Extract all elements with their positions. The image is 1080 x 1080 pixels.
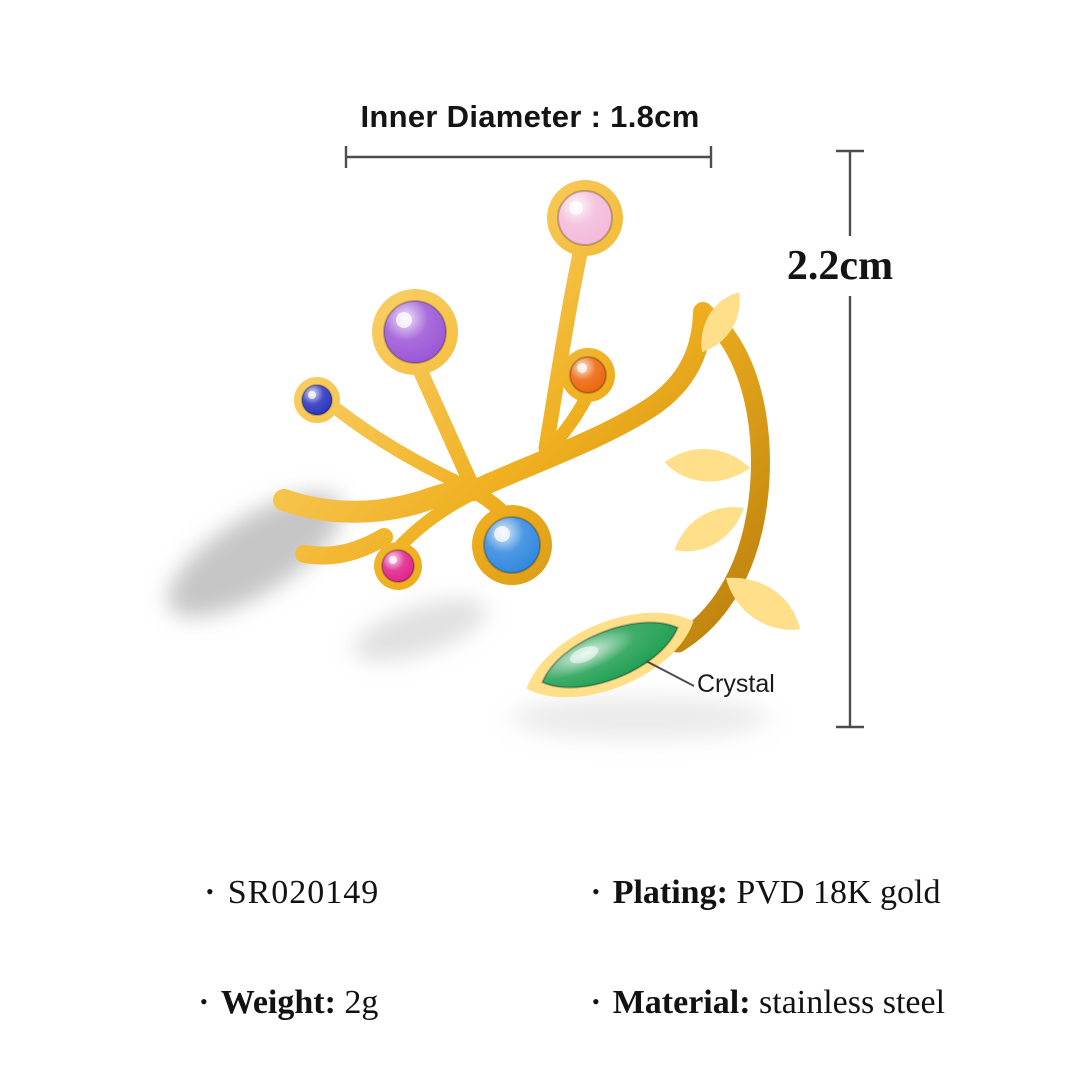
gem-purple-crystal: [372, 289, 458, 375]
gem-green-crystal: [526, 612, 694, 698]
gem-navy-crystal: [294, 377, 340, 423]
crystal-label: Crystal: [697, 670, 775, 698]
spec-plating-label: Plating:: [612, 874, 728, 911]
gem-magenta-crystal: [374, 542, 422, 590]
crystal-leader-line: [645, 660, 695, 687]
spec-material-value: stainless steel: [750, 984, 946, 1021]
height-label: 2.2cm: [773, 236, 907, 296]
ring-shadow: [167, 492, 770, 740]
bullet-icon: •: [200, 989, 208, 1014]
leaf-mid-upper: [662, 443, 752, 487]
gem-pink-crystal: [547, 180, 623, 256]
spec-material-label: Material:: [612, 984, 751, 1021]
gem-blue-crystal: [472, 505, 552, 585]
spec-sku: • SR020149: [149, 836, 379, 950]
spec-plating: • Plating: PVD 18K gold: [541, 836, 940, 950]
ring-gems: [294, 180, 694, 698]
spec-weight-label: Weight:: [220, 984, 336, 1021]
inner-diameter-bracket: [344, 146, 713, 168]
spec-weight-value: 2g: [335, 984, 379, 1021]
spec-weight: • Weight: 2g: [149, 946, 378, 1060]
spec-material: • Material: stainless steel: [541, 946, 945, 1060]
spec-plating-value: PVD 18K gold: [727, 874, 941, 911]
inner-diameter-label: Inner Diameter : 1.8cm: [360, 99, 700, 134]
spec-sku-value: SR020149: [227, 874, 380, 911]
bullet-icon: •: [206, 879, 215, 904]
bullet-icon: •: [592, 879, 600, 904]
bullet-icon: •: [592, 989, 600, 1014]
gem-orange-crystal: [561, 348, 615, 402]
